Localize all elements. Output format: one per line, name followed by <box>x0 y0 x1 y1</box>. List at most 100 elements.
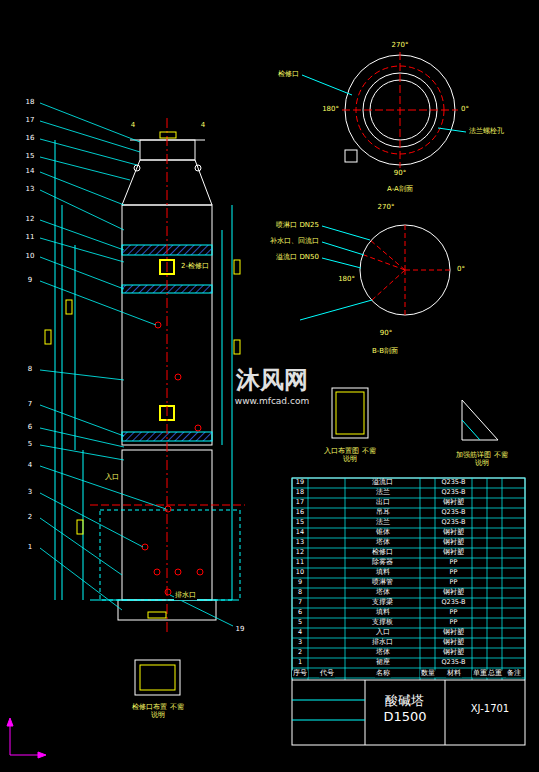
title-text: 酸碱塔 <box>379 693 430 709</box>
table-cell: 钢衬塑 <box>442 649 465 656</box>
table-cell: 材料 <box>446 670 462 677</box>
table-cell: 入口 <box>375 629 391 636</box>
title-cell: XJ-1701 <box>467 703 514 721</box>
table-cell: 法兰 <box>375 519 391 526</box>
table-cell: 锥体 <box>375 529 391 536</box>
table-cell: 18 <box>295 489 305 496</box>
table-cell: 2 <box>297 649 303 656</box>
table-cell: 排水口 <box>371 639 394 646</box>
part-label: 4 <box>200 122 206 130</box>
callout-number: 5 <box>27 441 33 449</box>
part-label: 入口布置图 不需说明 <box>323 448 377 463</box>
table-cell: 吊耳 <box>375 509 391 516</box>
title-text: D1500 <box>379 709 430 725</box>
table-cell: 检修口 <box>371 549 394 556</box>
table-cell: 塔体 <box>375 589 391 596</box>
title-cell: 酸碱塔D1500 <box>379 693 430 730</box>
table-cell: Q235-B <box>440 659 466 666</box>
watermark: 沐风网 <box>235 367 309 393</box>
table-cell: PP <box>449 559 459 566</box>
table-cell: Q235-B <box>440 519 466 526</box>
callout-number: 15 <box>25 153 36 161</box>
part-label: 排水口 <box>174 592 197 600</box>
callout-number: 10 <box>25 253 36 261</box>
part-label: 法兰螺栓孔 <box>468 128 505 136</box>
table-cell: Q235-B <box>440 489 466 496</box>
table-cell: 钢衬塑 <box>442 549 465 556</box>
part-label: 270° <box>377 204 396 212</box>
callout-number: 11 <box>25 234 36 242</box>
part-label: 0° <box>456 266 466 274</box>
table-cell: PP <box>449 619 459 626</box>
part-label: 溢流口 DN50 <box>275 254 320 262</box>
table-cell: 8 <box>297 589 303 596</box>
leader-line <box>40 548 122 610</box>
leader-line <box>40 281 156 325</box>
part-label: 270° <box>391 42 410 50</box>
table-cell: 单重 <box>472 670 488 677</box>
table-cell: 备注 <box>506 670 522 677</box>
table-cell: PP <box>449 579 459 586</box>
callout-number: 1 <box>27 544 33 552</box>
table-cell: 支撑梁 <box>371 599 394 606</box>
table-cell: 钢衬塑 <box>442 539 465 546</box>
part-label: A-A剖面 <box>386 186 414 194</box>
table-cell: 11 <box>295 559 305 566</box>
table-cell: 溢流口 <box>371 479 394 486</box>
leader-line <box>40 428 124 447</box>
table-cell: 19 <box>295 479 305 486</box>
table-cell: Q235-B <box>440 509 466 516</box>
table-cell: 支撑板 <box>371 619 394 626</box>
table-cell: 9 <box>297 579 303 586</box>
table-cell: 数量 <box>420 670 436 677</box>
table-cell: 14 <box>295 529 305 536</box>
callout-number: 9 <box>27 277 33 285</box>
table-cell: 1 <box>297 659 303 666</box>
table-cell: 10 <box>295 569 305 576</box>
callout-number: 12 <box>25 216 36 224</box>
table-cell: 7 <box>297 599 303 606</box>
part-label: 90° <box>379 330 393 338</box>
leader-line <box>40 445 124 460</box>
table-cell: 16 <box>295 509 305 516</box>
table-cell: 钢衬塑 <box>442 529 465 536</box>
part-label: 0° <box>460 106 470 114</box>
leader-line <box>40 190 124 230</box>
table-cell: 法兰 <box>375 489 391 496</box>
table-cell: 15 <box>295 519 305 526</box>
table-cell: 总重 <box>487 670 503 677</box>
table-cell: 3 <box>297 639 303 646</box>
table-cell: 塔体 <box>375 539 391 546</box>
part-label: 补水口、回流口 <box>269 238 320 246</box>
leader-line <box>40 157 130 180</box>
part-label: B-B剖面 <box>371 348 399 356</box>
part-label: 入口 <box>104 474 120 482</box>
table-cell: 裙座 <box>375 659 391 666</box>
part-label: 加强筋详图 不需说明 <box>455 452 509 467</box>
table-cell: 填料 <box>375 609 391 616</box>
leader-line <box>40 172 124 205</box>
table-cell: 除雾器 <box>371 559 394 566</box>
part-label: 90° <box>393 170 407 178</box>
leader-line <box>40 121 140 152</box>
leader-line <box>40 220 124 250</box>
callout-number: 14 <box>25 168 36 176</box>
table-cell: 塔体 <box>375 649 391 656</box>
callout-number: 7 <box>27 401 33 409</box>
table-cell: 13 <box>295 539 305 546</box>
table-cell: 代号 <box>319 670 335 677</box>
part-label: 检修口布置 不需说明 <box>131 704 185 719</box>
leader-line <box>40 257 124 289</box>
leader-line <box>40 405 124 436</box>
watermark: www.mfcad.com <box>234 397 310 407</box>
table-cell: 12 <box>295 549 305 556</box>
table-cell: 出口 <box>375 499 391 506</box>
table-cell: PP <box>449 569 459 576</box>
callout-number: 19 <box>235 626 246 634</box>
table-cell: 填料 <box>375 569 391 576</box>
part-label: 喷淋口 DN25 <box>275 222 320 230</box>
part-label: 检修口 <box>277 71 300 79</box>
part-label: 180° <box>321 106 340 114</box>
callout-number: 2 <box>27 514 33 522</box>
table-cell: 4 <box>297 629 303 636</box>
